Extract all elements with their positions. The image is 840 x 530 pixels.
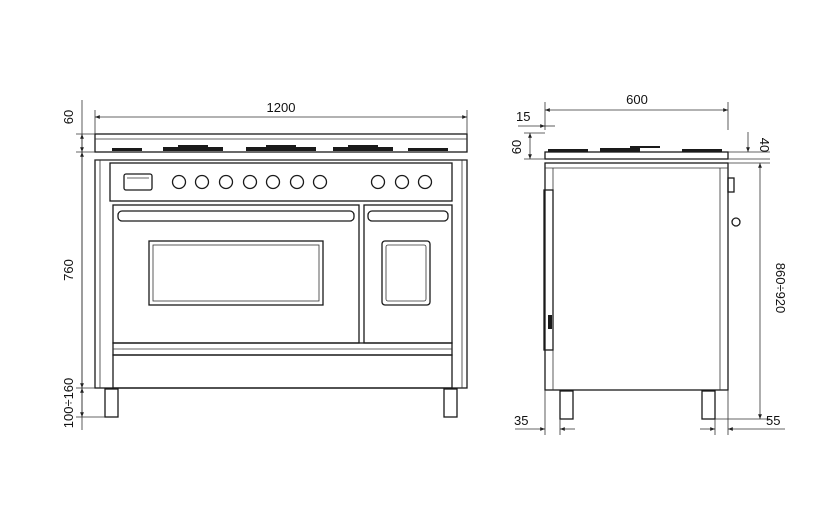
side-total-height-label: 860÷920 <box>773 263 788 314</box>
control-panel <box>109 162 453 202</box>
knob-icon <box>171 174 187 190</box>
knob-icon <box>289 174 305 190</box>
front-dimensions: 1200 60 760 100÷160 <box>61 100 468 430</box>
front-leg-right <box>443 388 458 418</box>
burner-grates <box>112 145 448 151</box>
side-rear-label: 40 <box>757 138 772 152</box>
main-oven-door <box>112 204 360 344</box>
side-rear-foot-label: 55 <box>766 413 780 428</box>
rear-gas-inlet <box>731 217 741 227</box>
knob-icon <box>265 174 281 190</box>
hob-top-plate <box>94 133 468 153</box>
knob-icon <box>218 174 234 190</box>
front-leg-left <box>104 388 119 418</box>
small-oven-door <box>363 204 453 344</box>
side-body <box>544 162 729 391</box>
front-legs-label: 100÷160 <box>61 378 76 429</box>
clock-display <box>123 173 153 191</box>
front-hob-height-label: 60 <box>61 110 76 124</box>
side-depth-label: 600 <box>626 92 648 107</box>
front-width-label: 1200 <box>267 100 296 115</box>
side-door-profile <box>543 189 554 351</box>
side-leg-front <box>559 390 574 420</box>
side-hob-height-label: 60 <box>509 140 524 154</box>
knob-icon <box>370 174 386 190</box>
side-view <box>543 146 741 420</box>
knob-icon <box>194 174 210 190</box>
door-handle <box>117 210 355 222</box>
oven-window <box>148 240 324 306</box>
knob-icon <box>417 174 433 190</box>
knob-icon <box>242 174 258 190</box>
knob-icon <box>394 174 410 190</box>
oven-window <box>381 240 431 306</box>
front-body-height-label: 760 <box>61 259 76 281</box>
door-handle <box>367 210 449 222</box>
rear-connector <box>727 177 735 193</box>
storage-drawer <box>112 354 453 389</box>
control-knobs <box>171 174 433 190</box>
side-dimensions: 600 15 60 40 860÷920 35 55 <box>509 92 788 435</box>
side-leg-rear <box>701 390 716 420</box>
front-view <box>94 133 468 418</box>
side-front-foot-label: 35 <box>514 413 528 428</box>
knob-icon <box>312 174 328 190</box>
cooker-body <box>94 159 468 389</box>
side-top-offset-label: 15 <box>516 109 530 124</box>
side-hob-plate <box>544 151 729 160</box>
